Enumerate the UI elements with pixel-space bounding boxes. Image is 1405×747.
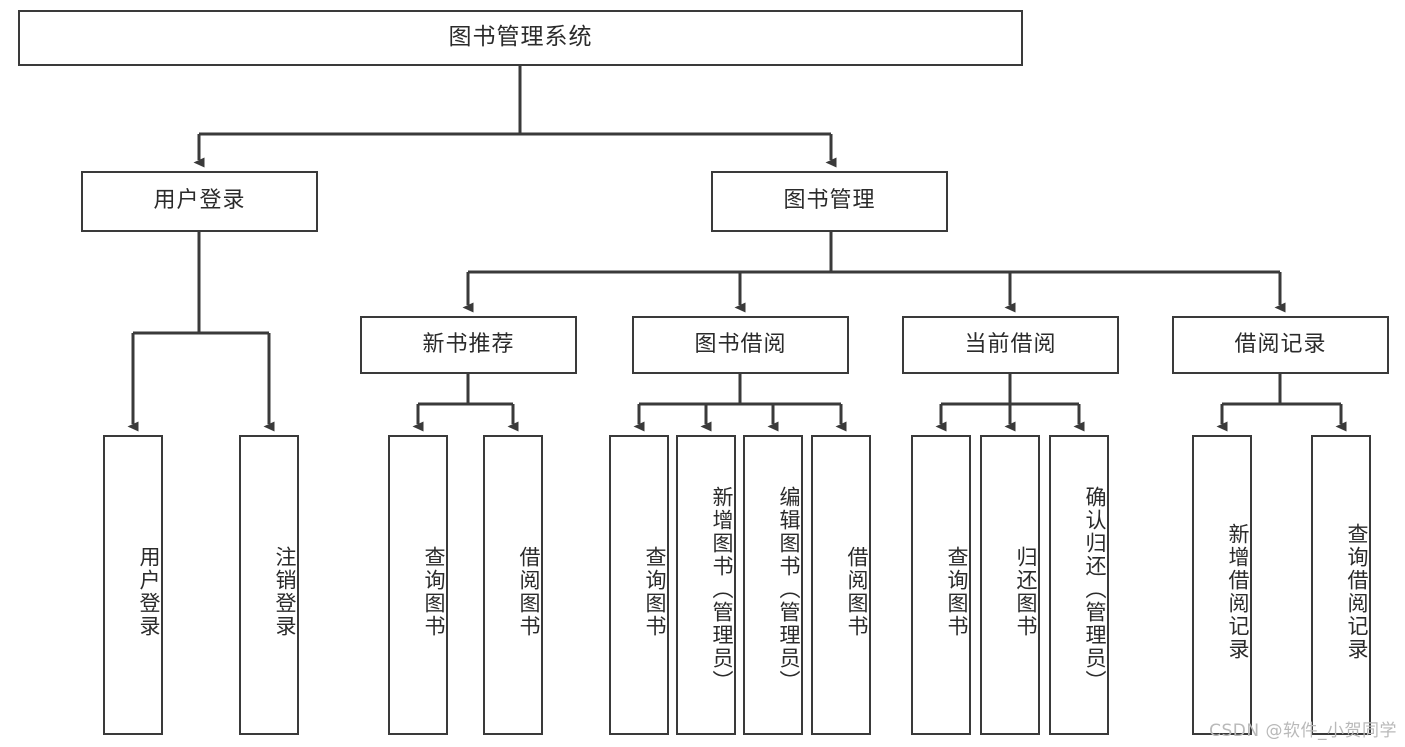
node-book-management[interactable]: 图书管理	[711, 171, 948, 232]
leaf-records-query-record[interactable]: 查询借阅记录	[1311, 435, 1371, 735]
leaf-user-login-login[interactable]: 用户登录	[103, 435, 163, 735]
leaf-borrow-edit-book-admin[interactable]: 编辑图书（管理员）	[743, 435, 803, 735]
leaf-borrow-add-book-admin[interactable]: 新增图书（管理员）	[676, 435, 736, 735]
leaf-new-book-query[interactable]: 查询图书	[388, 435, 448, 735]
leaf-borrow-borrow-book[interactable]: 借阅图书	[811, 435, 871, 735]
node-root-system[interactable]: 图书管理系统	[18, 10, 1023, 66]
node-new-book-recommend[interactable]: 新书推荐	[360, 316, 577, 374]
leaf-user-login-logout[interactable]: 注销登录	[239, 435, 299, 735]
node-user-login[interactable]: 用户登录	[81, 171, 318, 232]
leaf-new-book-borrow[interactable]: 借阅图书	[483, 435, 543, 735]
node-book-borrow[interactable]: 图书借阅	[632, 316, 849, 374]
leaf-current-query[interactable]: 查询图书	[911, 435, 971, 735]
leaf-current-return-book[interactable]: 归还图书	[980, 435, 1040, 735]
leaf-records-add-record[interactable]: 新增借阅记录	[1192, 435, 1252, 735]
node-current-borrow[interactable]: 当前借阅	[902, 316, 1119, 374]
leaf-borrow-query[interactable]: 查询图书	[609, 435, 669, 735]
node-borrow-records[interactable]: 借阅记录	[1172, 316, 1389, 374]
watermark: CSDN @软件_小贺同学	[1209, 721, 1397, 741]
leaf-current-confirm-return-admin[interactable]: 确认归还（管理员）	[1049, 435, 1109, 735]
